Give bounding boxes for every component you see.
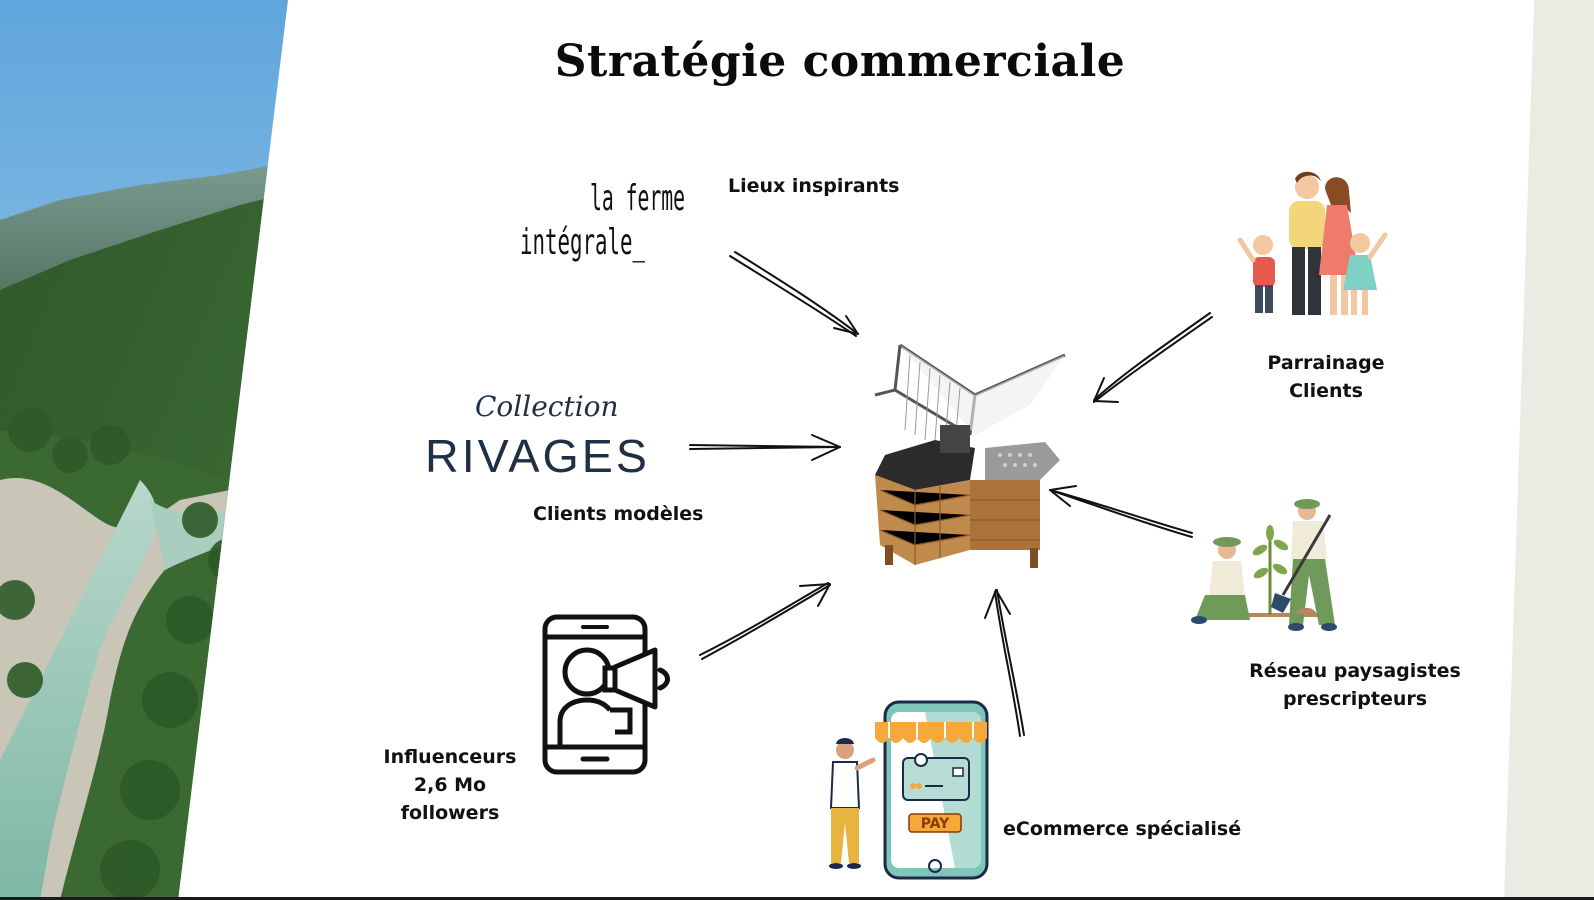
collection-rivages-logo: Collection RIVAGES [425,390,650,482]
rivages-logo-script: Collection [475,390,619,423]
ferme-logo-top-text: la ferme [590,178,685,219]
label-parrainage-line-2: Clients [1289,380,1363,402]
phone-megaphone-icon [542,614,670,775]
rivages-logo-word: RIVAGES [425,430,650,482]
label-clients-modeles: Clients modèles [533,503,704,525]
label-reseau-line-1: Réseau paysagistes [1249,660,1461,682]
label-parrainage-line-1: Parrainage [1267,352,1385,374]
arrow-influenceurs [699,582,831,660]
ferme-logo-bottom-text: intégrale_ [520,222,645,263]
right-decor-band [1504,0,1594,900]
arrow-lieux [729,251,859,337]
river-valley-photo [0,0,288,900]
garden-kiosk-icon [874,343,1066,568]
arrow-parrainage [1093,312,1213,403]
label-influenceurs-line-1: Influenceurs [383,746,517,768]
label-influenceurs: Influenceurs 2,6 Mo followers [370,743,530,827]
label-influenceurs-line-3: followers [400,802,500,824]
label-reseau-line-2: prescripteurs [1282,688,1428,710]
bottom-border [0,897,1594,900]
slide-title: Stratégie commerciale [554,36,1126,87]
gardeners-planting-icon [1191,499,1337,631]
label-influenceurs-line-2: 2,6 Mo [413,774,487,796]
arrow-clients-modeles [689,434,841,461]
label-lieux-inspirants: Lieux inspirants [728,175,900,197]
arrow-reseau [1049,485,1193,538]
shop-phone-pay-icon: PAY [829,700,989,880]
family-icon [1237,171,1388,315]
pay-label: PAY [921,816,950,832]
label-ecommerce: eCommerce spécialisé [1003,818,1242,840]
label-parrainage: Parrainage Clients [1246,349,1406,405]
label-reseau-paysagistes: Réseau paysagistes prescripteurs [1235,657,1475,713]
ferme-integrale-logo: la ferme intégrale_ [520,178,685,263]
